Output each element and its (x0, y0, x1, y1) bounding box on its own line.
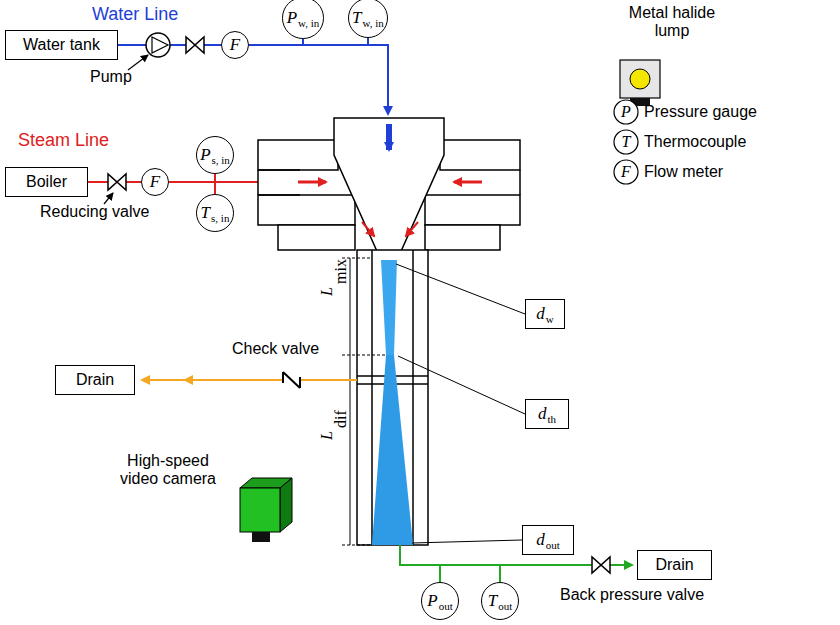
symbol-label: F (621, 163, 631, 181)
gauge-circle: Ps, in (196, 136, 235, 175)
subscript: out (439, 600, 453, 612)
subscript: out (546, 539, 560, 551)
legend-text: Thermocouple (644, 133, 746, 151)
pump-symbol (128, 33, 170, 70)
node-text: T (352, 8, 361, 28)
check-valve-symbol (283, 372, 300, 388)
lamp-icon (620, 60, 660, 106)
reducing-valve-symbol (108, 174, 126, 190)
gauge-circle: Pout (421, 582, 459, 620)
water-line (249, 36, 388, 114)
water-jet (372, 260, 413, 545)
subscript: th (547, 413, 556, 425)
part-label: Metal halide lump (612, 4, 732, 40)
subscript: out (498, 600, 512, 612)
subscript: w (546, 313, 554, 325)
legend-symbols (614, 100, 638, 184)
symbol-label: L (318, 431, 336, 440)
node-text: T (201, 203, 210, 223)
node-text: F (230, 35, 240, 55)
symbol-label: mix (332, 259, 350, 284)
node-text: Boiler (26, 173, 67, 191)
water-arrow (386, 124, 392, 150)
node-text: P (427, 591, 437, 611)
equipment-box: Drain (637, 550, 712, 580)
gauge-circle: Ts, in (196, 194, 234, 232)
equipment-box: Water tank (5, 30, 118, 60)
outlet-line (400, 545, 632, 582)
symbol-label: L (318, 287, 336, 296)
subscript: w, in (298, 17, 319, 29)
part-label: Reducing valve (40, 203, 149, 221)
part-label: High-speed video camera (108, 452, 228, 488)
gauge-circle: Tout (481, 582, 519, 620)
steam-arrows (298, 182, 482, 236)
steam-line (169, 173, 258, 195)
node-text: Water tank (23, 36, 100, 54)
subscript: s, in (212, 154, 230, 166)
node-text: d (536, 530, 545, 550)
injector-body (258, 118, 520, 545)
dimension-box: dth (525, 399, 569, 429)
legend-text: Flow meter (644, 163, 723, 181)
symbol-label: P (621, 103, 631, 121)
dimension-lines (342, 258, 386, 545)
part-label: Water Line (92, 4, 178, 25)
node-text: d (536, 304, 545, 324)
node-text: d (538, 404, 547, 424)
camera-icon (240, 478, 292, 542)
symbol-label: dif (332, 410, 350, 428)
node-text: T (488, 591, 497, 611)
dimension-box: dout (522, 525, 574, 555)
dimension-box: dw (525, 299, 565, 329)
part-label: Back pressure valve (560, 586, 704, 604)
node-text: P (200, 145, 210, 165)
gauge-circle: Tw, in (348, 0, 389, 38)
gauge-circle: F (141, 168, 169, 196)
part-label: Check valve (232, 340, 319, 358)
gauge-circle: Pw, in (282, 0, 324, 39)
leader-lines (396, 264, 525, 543)
legend-text: Pressure gauge (644, 103, 757, 121)
back-pressure-valve-symbol (592, 557, 610, 573)
symbol-label: T (622, 133, 631, 151)
drain-line (142, 379, 357, 381)
part-label: Steam Line (18, 130, 109, 151)
subscript: w, in (363, 17, 384, 29)
part-label: Pump (90, 68, 132, 86)
leader-line (104, 193, 113, 204)
node-text: Drain (76, 371, 114, 389)
valve-symbol (186, 37, 204, 53)
equipment-box: Drain (55, 365, 135, 395)
node-text: Drain (655, 556, 693, 574)
equipment-box: Boiler (5, 167, 88, 197)
node-text: P (287, 8, 297, 28)
subscript: s, in (211, 212, 229, 224)
node-text: F (150, 172, 160, 192)
gauge-circle: F (221, 31, 249, 59)
